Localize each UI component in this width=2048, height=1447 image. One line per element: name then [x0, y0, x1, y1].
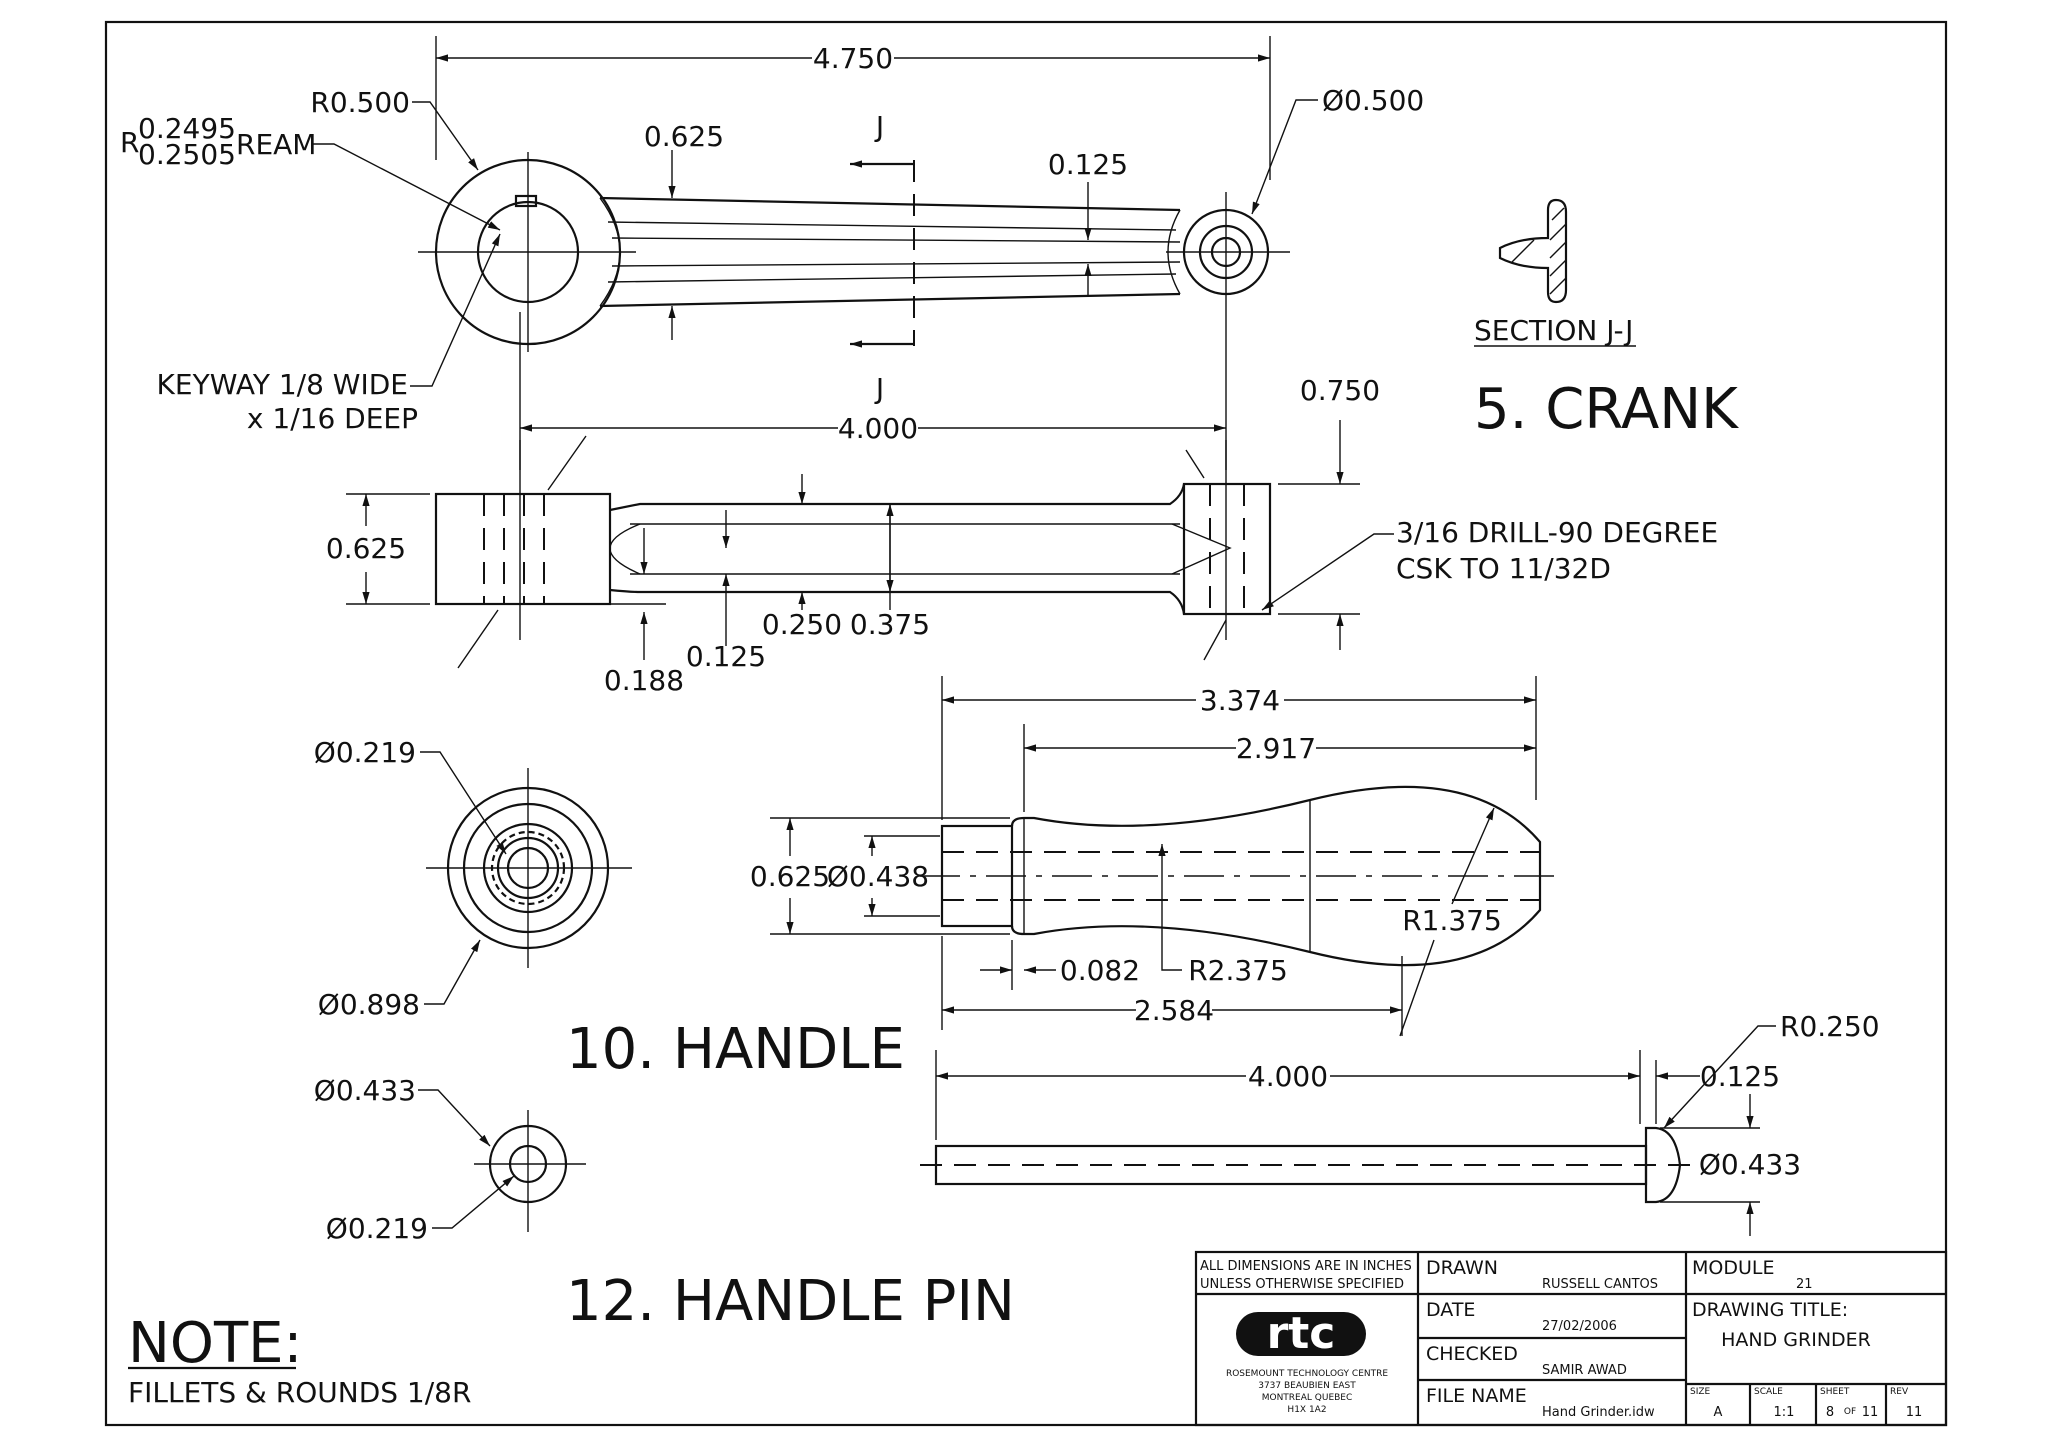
org-line2: 3737 BEAUBIEN EAST: [1258, 1381, 1356, 1391]
drill-note-line2: CSK TO 11/32D: [1396, 552, 1611, 585]
checked-value: SAMIR AWAD: [1542, 1363, 1627, 1378]
dim-handle-overall: 3.374: [1200, 684, 1280, 717]
org-line4: H1X 1A2: [1287, 1405, 1326, 1415]
size-value: A: [1714, 1405, 1723, 1420]
rev-label: REV: [1890, 1387, 1909, 1397]
note-heading: NOTE:: [128, 1311, 302, 1376]
dim-handle-shank-od: 0.625: [750, 860, 830, 893]
title-block: ALL DIMENSIONS ARE IN INCHES UNLESS OTHE…: [1194, 1250, 1948, 1427]
units-note-1: ALL DIMENSIONS ARE IN INCHES: [1200, 1259, 1412, 1274]
handle-side-view: 3.374 2.917 0.625 Ø0.438 R1.375 R2.375 0…: [750, 676, 1560, 1037]
pin-side-view: 4.000 0.125 R0.250 Ø0.433: [920, 1010, 1880, 1236]
section-jj: SECTION J-J: [1474, 198, 1636, 347]
sheet-label: SHEET: [1820, 1387, 1850, 1397]
drill-note-line1: 3/16 DRILL-90 DEGREE: [1396, 516, 1718, 549]
org-line1: ROSEMOUNT TECHNOLOGY CENTRE: [1226, 1369, 1388, 1379]
handle-title: 10. HANDLE: [566, 1017, 905, 1082]
file-label: FILE NAME: [1426, 1385, 1527, 1407]
section-mark-top: J: [874, 110, 884, 143]
dim-crank-boss-radius: R0.500: [310, 86, 410, 119]
dim-handle-to-waist: 2.584: [1134, 994, 1214, 1027]
dim-crank-pin-dia: Ø0.500: [1322, 84, 1424, 117]
dim-handle-shank-dia: Ø0.438: [827, 860, 929, 893]
dim-pin-head-len: 0.125: [1700, 1060, 1780, 1093]
crank-top-view: J J 4.750 R0.500 R 0.2495 0.2505 REAM 0.…: [120, 36, 1424, 435]
size-label: SIZE: [1690, 1387, 1711, 1397]
dim-pin-head-dia-end: Ø0.433: [314, 1074, 416, 1107]
section-jj-label: SECTION J-J: [1474, 314, 1633, 347]
dim-pin-length: 4.000: [1248, 1060, 1328, 1093]
drawn-label: DRAWN: [1426, 1257, 1498, 1279]
dim-boss-height: 0.750: [1300, 374, 1380, 407]
dim-handle-outer: Ø0.898: [318, 988, 420, 1021]
dim-ream-lower: 0.2505: [138, 138, 236, 171]
dim-0188: 0.188: [604, 664, 684, 697]
module-value: 21: [1796, 1277, 1813, 1292]
dim-0375: 0.375: [850, 608, 930, 641]
handle-end-view: Ø0.219 Ø0.898: [314, 736, 632, 1021]
section-mark-bottom: J: [874, 372, 884, 405]
dim-0250: 0.250: [762, 608, 842, 641]
crank-title: 5. CRANK: [1474, 377, 1739, 442]
drawing-title-label: DRAWING TITLE:: [1692, 1299, 1848, 1321]
dim-ream-r: R: [120, 126, 139, 159]
dim-pin-head-dia: Ø0.433: [1699, 1148, 1801, 1181]
keyway-line2: x 1/16 DEEP: [247, 402, 418, 435]
module-label: MODULE: [1692, 1257, 1774, 1279]
scale-value: 1:1: [1774, 1405, 1795, 1420]
pin-title: 12. HANDLE PIN: [566, 1269, 1015, 1334]
units-note-2: UNLESS OTHERWISE SPECIFIED: [1200, 1277, 1404, 1292]
file-value: Hand Grinder.idw: [1542, 1405, 1655, 1420]
dim-ream-upper: 0.2495: [138, 112, 236, 145]
dim-hub-height: 0.625: [326, 532, 406, 565]
dim-arm-width: 0.625: [644, 120, 724, 153]
date-label: DATE: [1426, 1299, 1475, 1321]
sheet-border: [104, 20, 1948, 1427]
dim-handle-r-waist: R2.375: [1188, 954, 1288, 987]
dim-0125-front: 0.125: [686, 640, 766, 673]
dim-arm-thickness: 0.125: [1048, 148, 1128, 181]
rev-value: 11: [1906, 1405, 1923, 1420]
dim-crank-overall: 4.750: [813, 42, 893, 75]
scale-label: SCALE: [1754, 1387, 1783, 1397]
note-text: FILLETS & ROUNDS 1/8R: [128, 1376, 471, 1409]
crank-front-view: 4.000 0.625 0.750 3/16 DRILL-90 DEGREE C…: [326, 312, 1718, 697]
dim-handle-grip: 2.917: [1236, 732, 1316, 765]
dim-handle-r-large: R1.375: [1402, 904, 1502, 937]
rtc-logo: rtc: [1236, 1308, 1366, 1359]
drawing-title-value: HAND GRINDER: [1721, 1329, 1871, 1351]
org-line3: MONTREAL QUEBEC: [1262, 1393, 1353, 1403]
dim-ream-word: REAM: [236, 128, 316, 161]
sheet-total: 11: [1862, 1405, 1879, 1420]
dim-handle-step: 0.082: [1060, 954, 1140, 987]
dim-pin-shaft-dia: Ø0.219: [326, 1212, 428, 1245]
sheet-of: OF: [1844, 1407, 1856, 1417]
keyway-line1: KEYWAY 1/8 WIDE: [157, 368, 408, 401]
dim-center-distance: 4.000: [838, 412, 918, 445]
dim-pin-head-radius: R0.250: [1780, 1010, 1880, 1043]
sheet-value: 8: [1826, 1405, 1834, 1420]
drawn-value: RUSSELL CANTOS: [1542, 1277, 1658, 1292]
rtc-logo-text: rtc: [1267, 1308, 1336, 1359]
checked-label: CHECKED: [1426, 1343, 1518, 1365]
date-value: 27/02/2006: [1542, 1319, 1617, 1334]
dim-handle-bore: Ø0.219: [314, 736, 416, 769]
pin-end-view: Ø0.433 Ø0.219: [314, 1074, 586, 1245]
